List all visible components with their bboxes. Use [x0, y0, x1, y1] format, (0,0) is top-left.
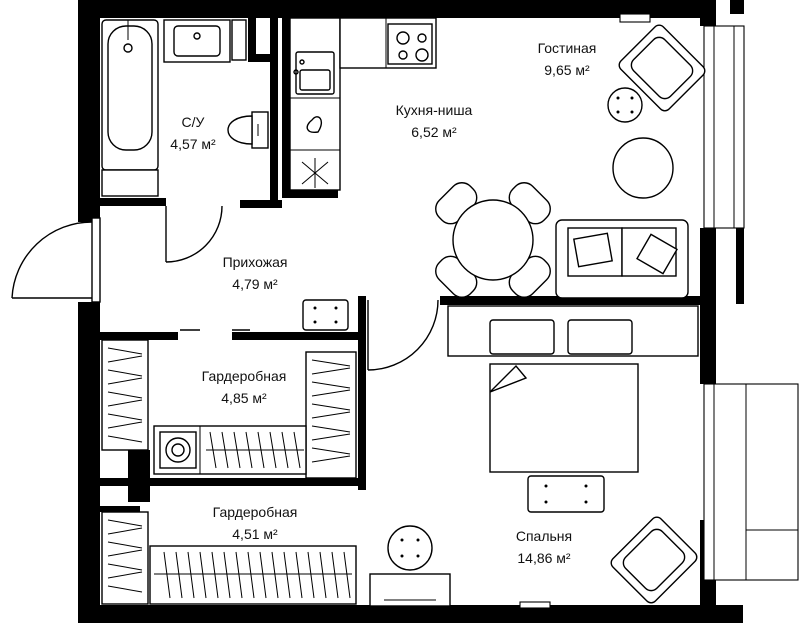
bench — [527, 475, 605, 513]
dining-table — [435, 182, 551, 298]
kitchen-sink — [293, 51, 335, 95]
room-area: 14,86 м² — [517, 550, 571, 566]
wardrobe-1-shelves — [101, 339, 357, 479]
hall-cabinet — [302, 299, 349, 331]
room-name: Прихожая — [222, 254, 288, 270]
entrance-door — [11, 217, 101, 303]
room-name: С/У — [181, 114, 205, 130]
washing-machine — [159, 431, 197, 469]
room-name: Кухня-ниша — [395, 102, 473, 118]
toilet — [227, 111, 269, 149]
dresser — [369, 573, 451, 607]
living-room-window — [703, 25, 745, 229]
bedroom-side-table — [387, 525, 433, 571]
room-label-bathroom: С/У 4,57 м² — [170, 111, 215, 155]
fridge — [301, 158, 329, 188]
side-table-living — [607, 87, 643, 123]
bedroom-armchair — [610, 516, 698, 604]
dishwasher — [306, 116, 322, 134]
room-area: 4,79 м² — [232, 276, 278, 292]
wardrobe-2-shelves — [101, 511, 357, 605]
room-name: Гостиная — [537, 40, 597, 56]
washbasin — [163, 13, 247, 63]
room-label-bedroom: Спальня 14,86 м² — [516, 525, 572, 569]
room-label-living: Гостиная 9,65 м² — [538, 37, 597, 81]
living-armchair — [618, 24, 706, 112]
coffee-table — [612, 137, 674, 199]
sofa — [555, 219, 689, 299]
room-name: Гардеробная — [212, 504, 298, 520]
room-area: 9,65 м² — [544, 62, 590, 78]
room-area: 6,52 м² — [411, 124, 457, 140]
room-name: Гардеробная — [201, 368, 287, 384]
room-area: 4,85 м² — [221, 390, 267, 406]
bed — [447, 305, 699, 473]
bathtub — [101, 13, 159, 197]
room-label-kitchen: Кухня-ниша 6,52 м² — [396, 99, 473, 143]
bathroom-door — [165, 205, 223, 263]
bedroom-window — [703, 383, 799, 581]
room-label-wardrobe-1: Гардеробная 4,85 м² — [202, 365, 287, 409]
interior-walls — [100, 18, 704, 512]
top-window-stub — [519, 13, 651, 609]
stove — [387, 23, 433, 65]
room-area: 4,51 м² — [232, 526, 278, 542]
room-name: Спальня — [515, 528, 573, 544]
hallway-door — [367, 299, 439, 371]
room-label-hallway: Прихожая 4,79 м² — [223, 251, 288, 295]
room-area: 4,57 м² — [170, 136, 216, 152]
room-label-wardrobe-2: Гардеробная 4,51 м² — [213, 501, 298, 545]
